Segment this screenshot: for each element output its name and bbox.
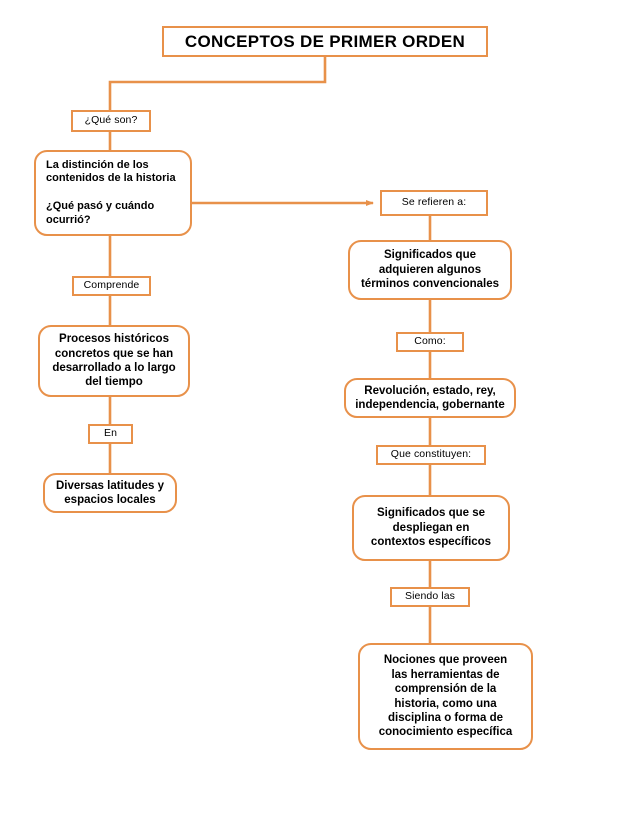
right-box-significados-terminos-text: Significados que adquieren algunos térmi…: [360, 249, 500, 291]
right-connector-label-se-refieren-text: Se refieren a:: [401, 196, 467, 209]
left-box-latitudes: Diversas latitudes y espacios locales: [43, 473, 177, 513]
right-connector-label-que-constituyen-text: Que constituyen:: [390, 448, 472, 461]
right-box-contextos: Significados que se despliegan en contex…: [352, 495, 510, 561]
right-connector-label-siendo-las-text: Siendo las: [404, 590, 456, 603]
right-connector-label-siendo-las: Siendo las: [390, 587, 470, 607]
left-box-procesos-text: Procesos históricos concretos que se han…: [52, 333, 176, 389]
right-box-nociones-text: Nociones que proveen las herramientas de…: [378, 654, 513, 739]
left-box-procesos: Procesos históricos concretos que se han…: [38, 325, 190, 397]
connector-title-to-quesonv: [108, 57, 327, 110]
left-connector-label-en-text: En: [103, 427, 118, 440]
left-connector-label-en: En: [88, 424, 133, 444]
right-box-significados-terminos: Significados que adquieren algunos térmi…: [348, 240, 512, 300]
right-connector-label-como-text: Como:: [414, 335, 446, 348]
diagram-title: CONCEPTOS DE PRIMER ORDEN: [162, 26, 488, 57]
right-box-nociones: Nociones que proveen las herramientas de…: [358, 643, 533, 750]
left-connector-label-comprende: Comprende: [72, 276, 151, 296]
left-connector-label-que-son-text: ¿Qué son?: [84, 114, 138, 127]
right-box-contextos-text: Significados que se despliegan en contex…: [370, 507, 492, 549]
diagram-title-text: CONCEPTOS DE PRIMER ORDEN: [184, 31, 466, 51]
right-connector-label-se-refieren: Se refieren a:: [380, 190, 488, 216]
left-box-distincion: La distinción de los contenidos de la hi…: [34, 150, 192, 236]
left-connector-label-comprende-text: Comprende: [83, 279, 140, 292]
right-connector-label-como: Como:: [396, 332, 464, 352]
right-box-revolucion: Revolución, estado, rey, independencia, …: [344, 378, 516, 418]
left-box-latitudes-text: Diversas latitudes y espacios locales: [55, 479, 165, 506]
left-connector-label-que-son: ¿Qué son?: [71, 110, 151, 132]
right-box-revolucion-text: Revolución, estado, rey, independencia, …: [355, 384, 505, 411]
left-box-distincion-text: La distinción de los contenidos de la hi…: [46, 158, 176, 226]
right-connector-label-que-constituyen: Que constituyen:: [376, 445, 486, 465]
